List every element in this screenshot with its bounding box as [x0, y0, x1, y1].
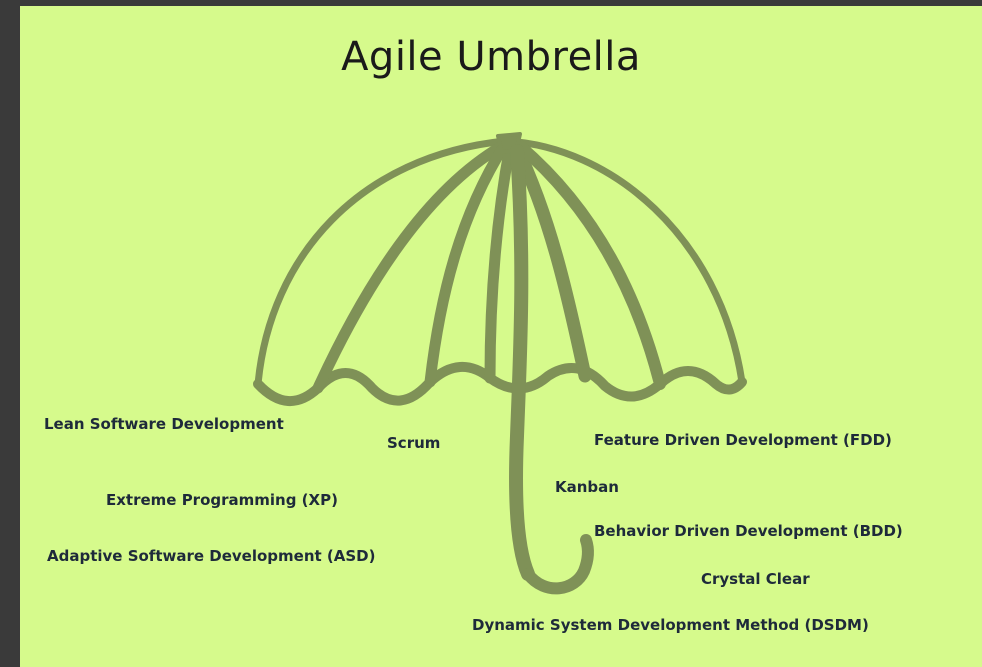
label-dsdm: Dynamic System Development Method (DSDM): [472, 616, 869, 634]
umbrella-shaft: [509, 144, 535, 581]
slide: Agile Umbrella Lean Softwa: [20, 6, 982, 667]
canopy-rib-3: [484, 140, 516, 384]
label-asd: Adaptive Software Development (ASD): [47, 547, 376, 565]
page-title: Agile Umbrella: [341, 34, 641, 80]
canopy-rib-4: [509, 139, 592, 383]
label-scrum: Scrum: [387, 434, 441, 452]
canopy-rib-2: [424, 140, 510, 388]
label-lean: Lean Software Development: [44, 415, 284, 433]
label-kanban: Kanban: [555, 478, 619, 496]
canopy-rib-1: [312, 140, 508, 394]
umbrella-handle: [522, 534, 594, 595]
label-crystal: Crystal Clear: [701, 570, 810, 588]
label-xp: Extreme Programming (XP): [106, 491, 338, 509]
canopy-rib-5: [514, 140, 666, 390]
label-fdd: Feature Driven Development (FDD): [594, 431, 892, 449]
label-bdd: Behavior Driven Development (BDD): [594, 522, 903, 540]
umbrella-icon: [253, 132, 747, 595]
